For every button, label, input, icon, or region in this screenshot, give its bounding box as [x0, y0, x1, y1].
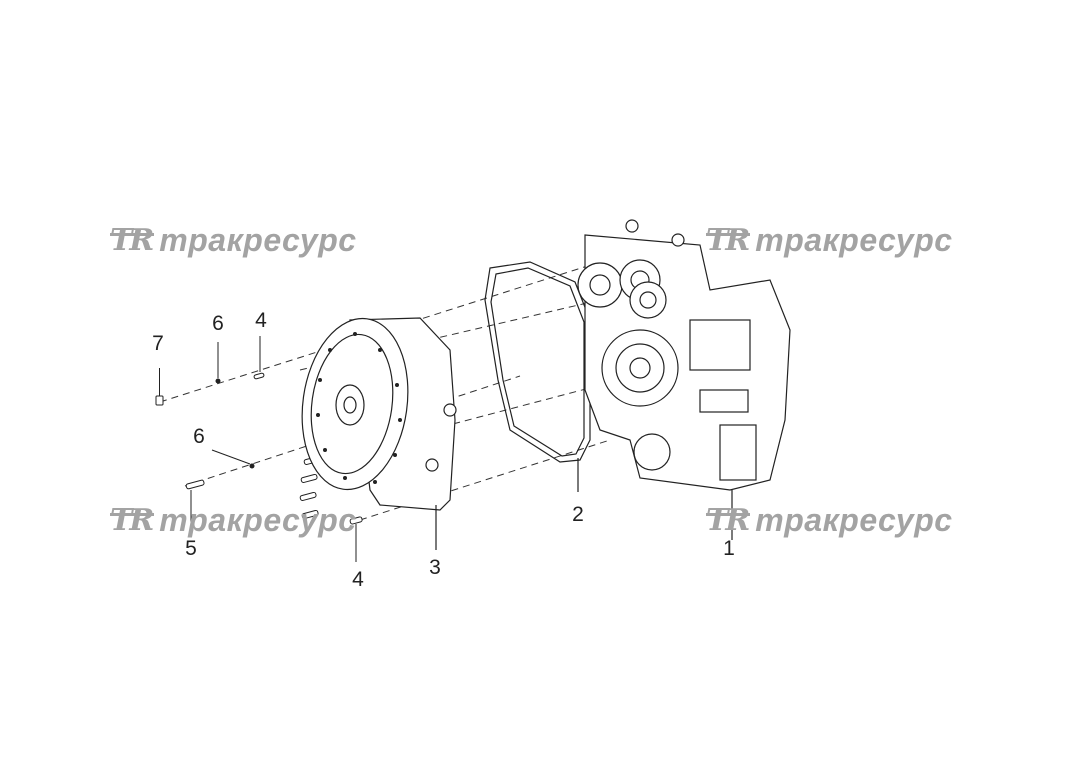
- watermark-logo: TR: [110, 503, 154, 538]
- watermark-logo: TR: [110, 223, 154, 258]
- gasket-2: [484, 261, 591, 492]
- callout-5: 5: [185, 537, 197, 560]
- watermark-bottom-left: TR тракресурс: [110, 502, 357, 539]
- callout-6-upper: 6: [212, 312, 224, 335]
- bolt-7: [155, 368, 164, 406]
- watermark-text: тракресурс: [159, 222, 357, 258]
- watermark-logo: TR: [706, 503, 750, 538]
- watermark-top-left: TR тракресурс: [110, 222, 357, 259]
- leader-6-lower: [211, 449, 251, 465]
- watermark-top-right: TR тракресурс: [706, 222, 953, 259]
- watermark-bottom-right: TR тракресурс: [706, 502, 953, 539]
- callout-7: 7: [152, 332, 164, 355]
- washer-6-upper: [215, 378, 221, 384]
- callout-4-upper: 4: [255, 309, 267, 332]
- transmission-1: [577, 219, 791, 540]
- callout-4-lower: 4: [352, 568, 364, 591]
- bell-housing-3: [301, 317, 457, 550]
- callout-3: 3: [429, 556, 441, 579]
- bolt-5: [185, 479, 205, 532]
- callout-2: 2: [572, 503, 584, 526]
- watermark-logo-marks: [110, 233, 750, 516]
- watermark-text: тракресурс: [159, 502, 357, 538]
- callout-1: 1: [723, 537, 735, 560]
- pin-4-upper: [253, 336, 265, 380]
- pin-4-lower: [349, 516, 363, 562]
- callout-6-lower: 6: [193, 425, 205, 448]
- watermark-text: тракресурс: [755, 502, 953, 538]
- watermark-text: тракресурс: [755, 222, 953, 258]
- bell-housing-bolt-ring: [316, 332, 402, 484]
- washer-6-lower: [249, 463, 255, 469]
- watermark-logo: TR: [706, 223, 750, 258]
